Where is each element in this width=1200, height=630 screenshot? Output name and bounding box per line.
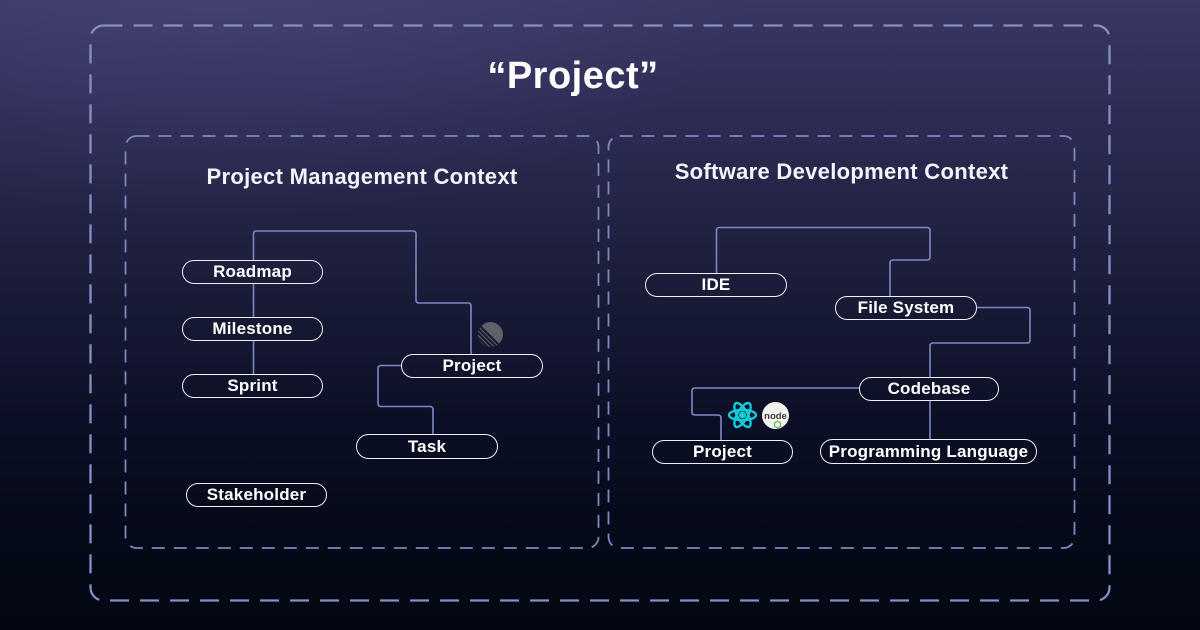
node-ide: IDE: [645, 273, 787, 297]
pm-panel-border: [124, 135, 600, 549]
node-file-system: File System: [835, 296, 977, 320]
connector-ide-filesystem: [715, 226, 931, 297]
node-stakeholder: Stakeholder: [186, 483, 327, 507]
react-icon: [727, 401, 758, 429]
connector-codebase-project: [691, 387, 860, 441]
nodejs-icon: node: [762, 402, 789, 429]
sd-panel-border: [607, 135, 1076, 549]
node-codebase: Codebase: [859, 377, 999, 401]
node-sprint: Sprint: [182, 374, 323, 398]
outer-dashed-border: [89, 24, 1111, 602]
node-project-pm: Project: [401, 354, 543, 378]
connector-filesystem-codebase: [929, 306, 1031, 378]
pm-panel-title: Project Management Context: [206, 164, 518, 189]
node-programming-language: Programming Language: [820, 439, 1037, 464]
node-task: Task: [356, 434, 498, 459]
nodejs-wordmark: node: [764, 411, 787, 422]
connector-project-task: [377, 364, 434, 435]
page-title: “Project”: [487, 55, 659, 97]
connector-trunk-to-project: [252, 230, 472, 355]
sd-panel-title: Software Development Context: [674, 159, 1009, 184]
node-milestone: Milestone: [182, 317, 323, 341]
node-roadmap: Roadmap: [182, 260, 323, 284]
node-project-sd: Project: [652, 440, 793, 464]
striped-sphere-icon: [478, 322, 503, 347]
